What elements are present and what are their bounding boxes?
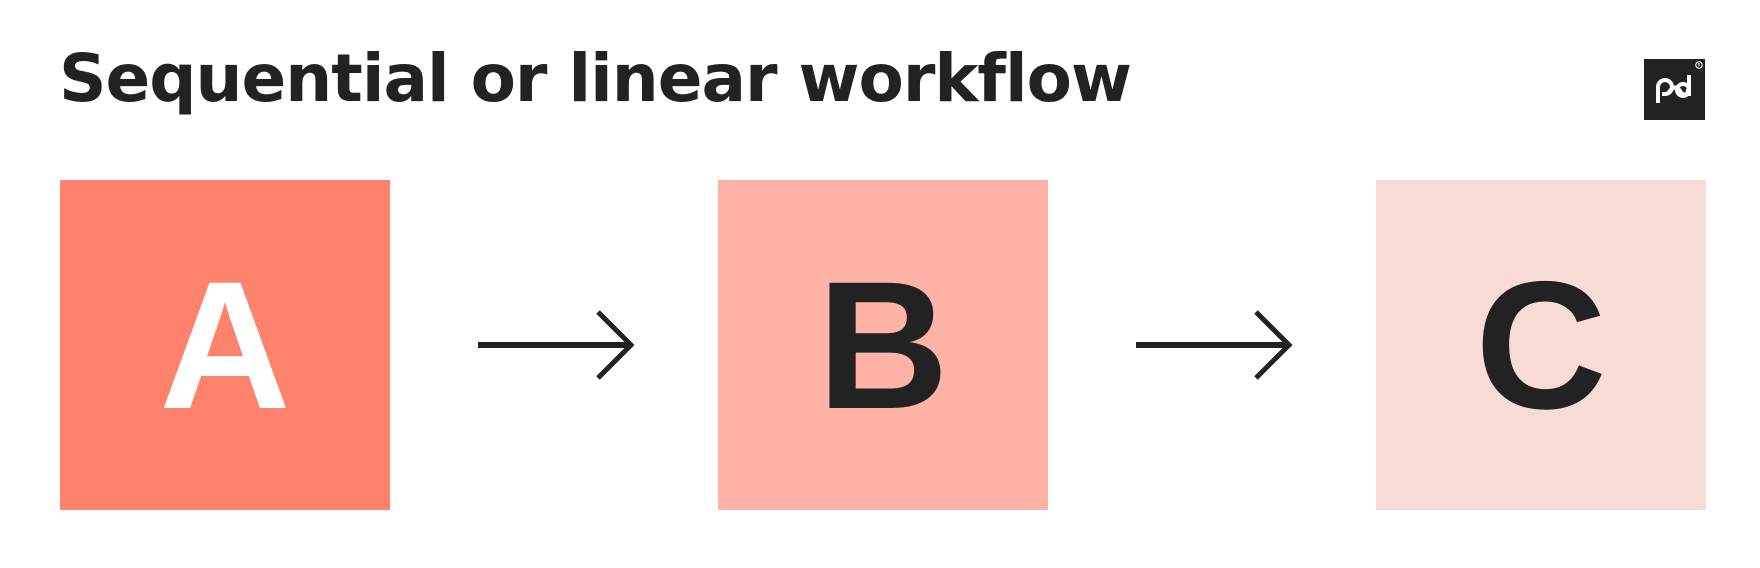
step-label-c: C [1475,243,1607,447]
arrow-a-to-b [478,310,638,380]
step-box-b: B [718,180,1048,510]
pd-logo-icon: R [1656,61,1703,103]
step-box-a: A [60,180,390,510]
arrow-right-icon [478,310,635,380]
step-box-c: C [1376,180,1706,510]
diagram-title: Sequential or linear workflow [59,40,1132,117]
brand-logo: R [1644,59,1705,120]
step-label-b: B [817,243,949,447]
arrow-right-icon [1136,310,1293,380]
step-label-a: A [159,243,291,447]
svg-text:R: R [1698,63,1701,68]
arrow-b-to-c [1136,310,1296,380]
